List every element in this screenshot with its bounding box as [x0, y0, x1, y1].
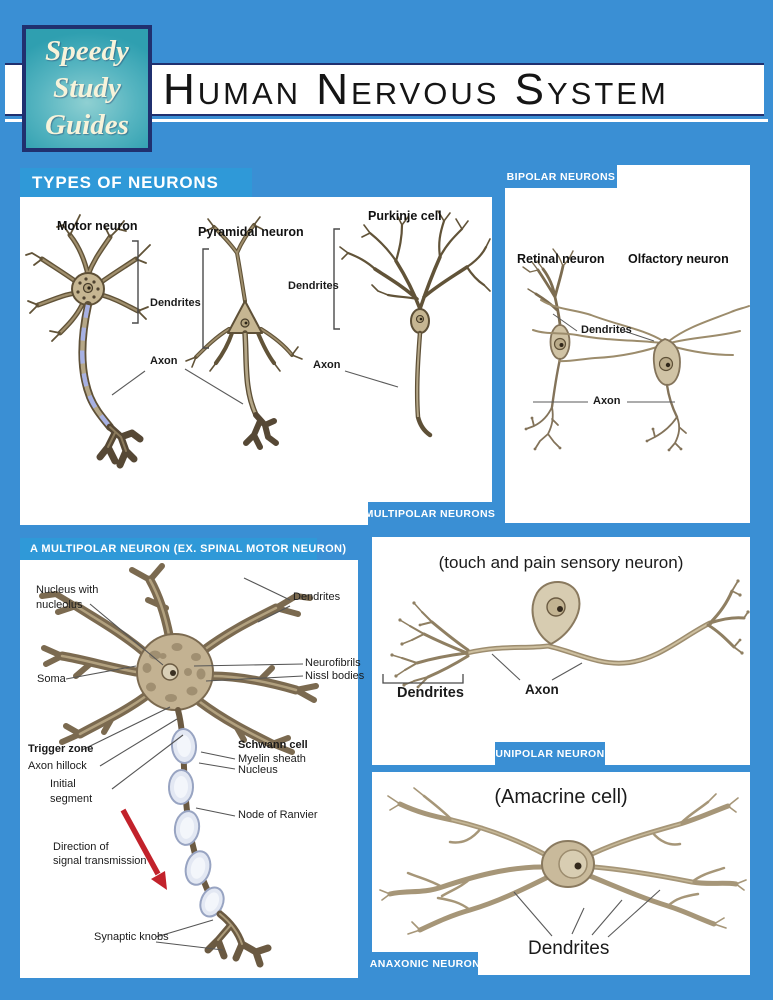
dendrites-label: Dendrites [581, 324, 632, 336]
axon-drawing [167, 707, 272, 968]
direction-label-line2: signal transmission [53, 855, 147, 867]
nucleus-label: Nucleus [238, 764, 278, 776]
anaxonic-neuron-illustration [379, 787, 747, 938]
multipolar-neuron-panel: Nucleus with nucleolus Dendrites Soma Ne… [20, 560, 364, 978]
unipolar-neuron-drawing [390, 579, 750, 689]
axon-leader-lines [111, 368, 399, 405]
axon-hillock-label: Axon hillock [28, 760, 87, 772]
amacrine-cell-drawing [379, 787, 747, 935]
retinal-neuron-label: Retinal neuron [517, 252, 605, 266]
pyramidal-neuron-label: Pyramidal neuron [198, 225, 304, 239]
schwann-cell-label: Schwann cell [238, 739, 308, 751]
anaxonic-neuron-tab: ANAXONIC NEURON [370, 952, 480, 975]
types-of-neurons-panel: Motor neuron Pyramidal neuron Purkinje c… [20, 197, 495, 525]
multipolar-leader-lines [65, 577, 304, 951]
direction-label-line1: Direction of [53, 841, 109, 853]
direction-arrow [120, 808, 167, 890]
initial-segment-label-line2: segment [50, 793, 93, 805]
types-of-neurons-heading: TYPES OF NEURONS [20, 168, 252, 197]
olfactory-neuron-drawing [532, 299, 750, 452]
multipolar-neurons-tab: MULTIPOLAR NEURONS [365, 502, 495, 525]
synaptic-knobs-label: Synaptic knobs [94, 931, 169, 943]
unipolar-leader-lines [491, 653, 583, 681]
unipolar-neuron-panel: (touch and pain sensory neuron) Dendrite… [372, 537, 750, 765]
retinal-neuron-drawing [522, 248, 574, 451]
dendrites-label: Dendrites [293, 591, 341, 603]
dendrites-label: Dendrites [397, 685, 464, 701]
bipolar-leader-lines [533, 313, 675, 403]
nissl-bodies-label: Nissl bodies [305, 670, 365, 682]
unipolar-neuron-illustration [382, 579, 750, 689]
logo-line-1: Speedy [45, 35, 129, 67]
olfactory-neuron-label: Olfactory neuron [628, 252, 729, 266]
axon-label: Axon [593, 395, 621, 407]
dendrites-bracket [382, 674, 464, 684]
title-bar-underline [5, 119, 768, 122]
anaxonic-title: (Amacrine cell) [494, 786, 628, 808]
purkinje-cell-drawing [339, 210, 491, 438]
axon-label: Axon [525, 682, 559, 697]
bipolar-neurons-panel: Retinal neuron Olfactory neuron Dendrite… [505, 165, 750, 523]
anaxonic-neuron-panel: (Amacrine cell) Dendrites ANAXONIC NEURO… [370, 772, 750, 975]
initial-segment-label-line1: Initial [50, 778, 76, 790]
dendrites-label: Dendrites [528, 938, 610, 959]
myelin-sheath-label: Myelin sheath [238, 753, 306, 765]
neuron-types-illustration [25, 210, 491, 469]
axon-label-left: Axon [150, 355, 178, 367]
motor-neuron-label: Motor neuron [57, 219, 138, 233]
dendrites-label-left: Dendrites [150, 297, 201, 309]
multipolar-neuron-heading: A MULTIPOLAR NEURON (EX. SPINAL MOTOR NE… [20, 538, 346, 560]
bipolar-neurons-illustration [522, 248, 750, 452]
page-title: Human Nervous System [163, 64, 669, 114]
bipolar-neurons-tab: BIPOLAR NEURONS [505, 165, 617, 188]
node-of-ranvier-label: Node of Ranvier [238, 809, 318, 821]
multipolar-neuron-illustration [39, 563, 319, 968]
logo-line-2: Study [53, 72, 121, 104]
unipolar-title: (touch and pain sensory neuron) [438, 553, 684, 572]
anaxonic-leader-lines [513, 889, 661, 938]
logo-line-3: Guides [45, 109, 129, 141]
myelin-sheath-segments [167, 728, 225, 918]
dendrite-brackets [132, 228, 340, 349]
trigger-zone-label: Trigger zone [28, 743, 94, 755]
motor-neuron-drawing [25, 214, 151, 469]
pyramidal-neuron-drawing [185, 216, 303, 450]
neurofibrils-label: Neurofibrils [305, 657, 361, 669]
nucleus-with-nucleolus-label-line1: Nucleus with [36, 584, 99, 596]
soma-drawing [136, 633, 214, 711]
dendrites-label-right: Dendrites [288, 280, 339, 292]
nucleus-with-nucleolus-label-line2: nucleolus [36, 599, 83, 611]
soma-label: Soma [37, 673, 66, 685]
purkinje-cell-label: Purkinje cell [368, 209, 442, 223]
unipolar-neuron-tab: UNIPOLAR NEURON [495, 742, 605, 765]
dendrites-drawing [39, 563, 319, 755]
axon-label-right: Axon [313, 359, 341, 371]
speedy-study-guides-logo: Speedy Study Guides [22, 25, 152, 152]
